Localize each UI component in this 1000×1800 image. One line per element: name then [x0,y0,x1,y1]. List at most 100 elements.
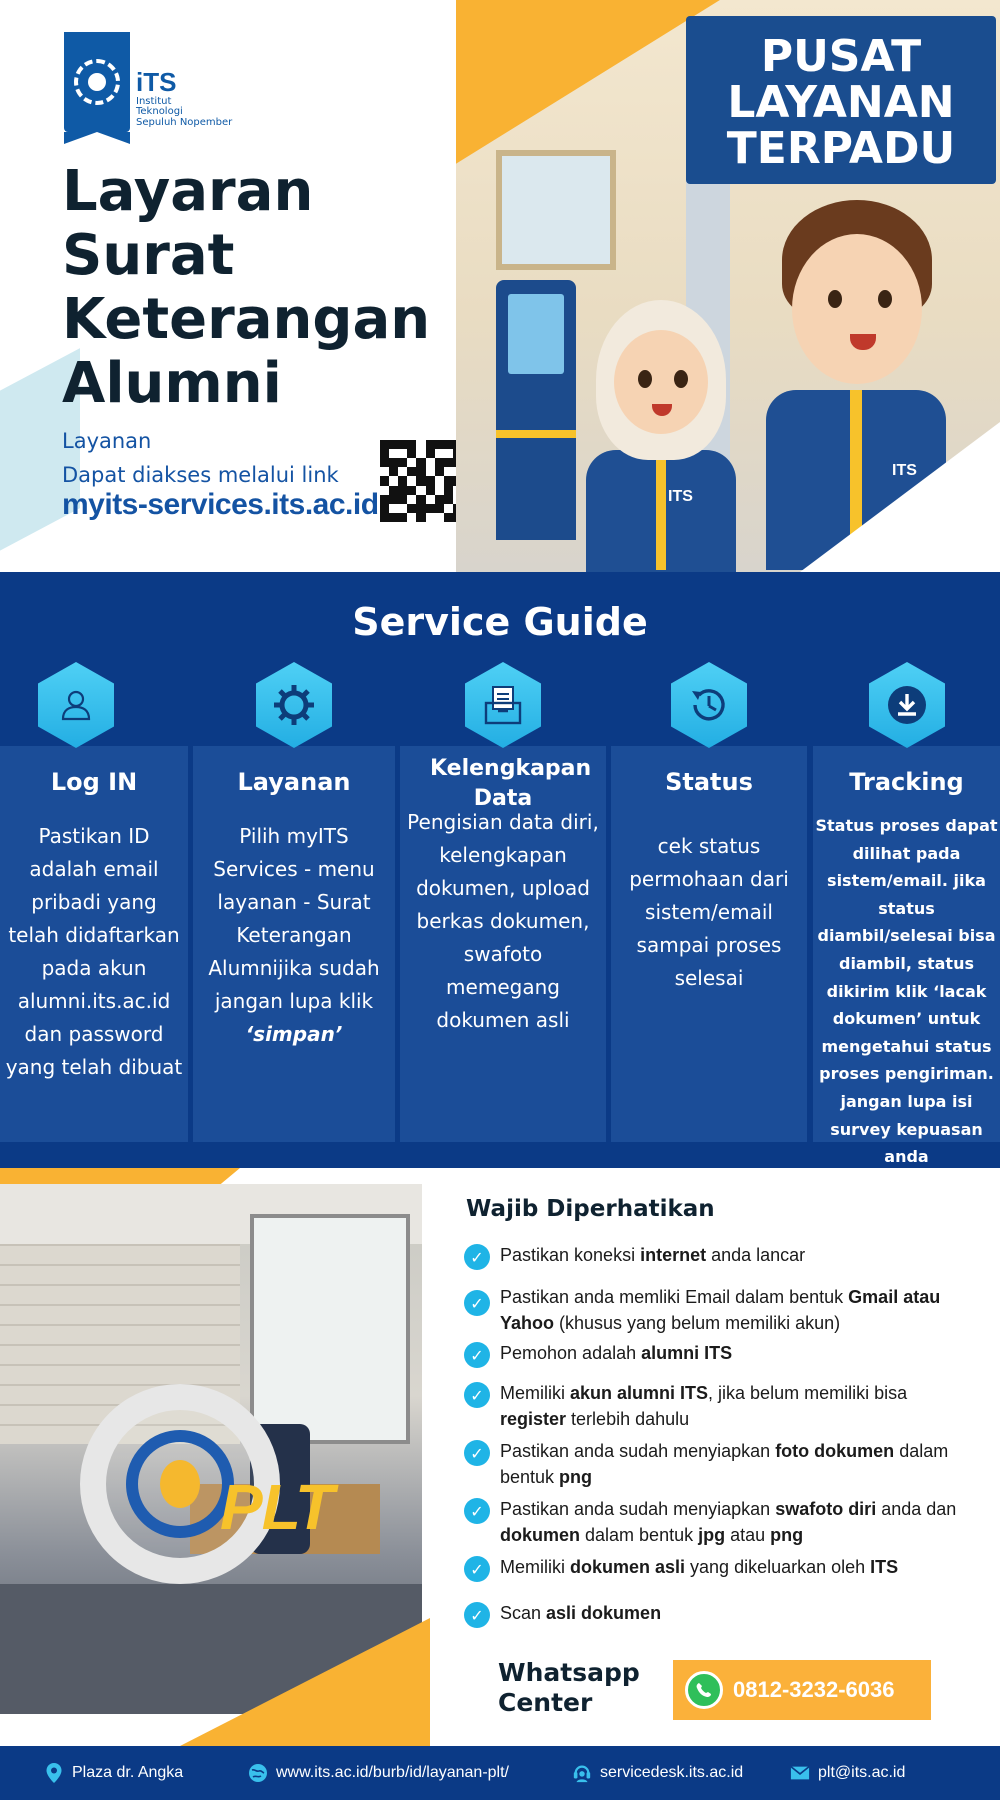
check-icon: ✓ [464,1556,490,1582]
kiosk-illustration [496,280,576,540]
item-text: Pastikan anda sudah menyiapkan [500,1499,776,1519]
sign-line: LAYANAN [727,77,955,128]
user-icon [38,662,114,748]
check-icon: ✓ [464,1290,490,1316]
list-item: ✓ Memiliki akun alumni ITS, jika belum m… [464,1380,970,1432]
step-kelengkapan-data: Kelengkapan Data Pengisian data diri, ke… [400,662,606,1142]
hero-illustration: PUSAT LAYANAN TERPADU ITS ITS [456,0,1000,572]
headset-icon [572,1763,592,1783]
check-icon: ✓ [464,1498,490,1524]
item-text: Pemohon adalah [500,1343,642,1363]
its-shield-icon [64,32,130,144]
item-bold: Gmail atau Yahoo [500,1287,941,1333]
wa-label-line: Whatsapp [498,1658,640,1687]
logo-line: Institut [136,95,172,107]
whatsapp-number: 0812-3232-6036 [733,1677,895,1702]
step-layanan: Layanan Pilih myITS Services - menu laya… [193,662,395,1142]
gear-icon [256,662,332,748]
folder-documents-icon [465,662,541,748]
desc-line: Dapat diakses melalui link [62,463,339,487]
list-item: ✓ Pastikan anda sudah menyiapkan foto do… [464,1438,960,1490]
qr-code-icon[interactable] [380,440,462,522]
item-text: dalam bentuk [580,1525,699,1545]
hero-section: iTS Institut Teknologi Sepuluh Nopember … [0,0,1000,572]
step-login: Log IN Pastikan ID adalah email pribadi … [0,662,188,1142]
item-bold: swafoto diri [775,1499,877,1519]
item-text: Scan [500,1603,547,1623]
footer-email-text: plt@its.ac.id [818,1764,906,1781]
item-text: terlebih dahulu [566,1409,690,1429]
shirt-badge: ITS [892,462,917,479]
section-title: Service Guide [352,600,648,644]
item-bold: jpg [698,1525,726,1545]
footer-website-link[interactable]: www.its.ac.id/burb/id/layanan-plt/ [248,1746,509,1800]
wa-label-line: Center [498,1688,593,1717]
mail-icon [790,1763,810,1783]
item-text: Pastikan anda sudah menyiapkan [500,1441,776,1461]
sign-line: PUSAT [760,31,922,82]
service-guide-section: Service Guide Log IN Pastikan ID adalah … [0,572,1000,1168]
title-line: Alumni [62,351,282,416]
footer-location: Plaza dr. Angka [44,1746,183,1800]
map-pin-icon [44,1763,64,1783]
footer-website-text: www.its.ac.id/burb/id/layanan-plt/ [276,1764,509,1781]
list-item: ✓ Pastikan koneksi internet anda lancar [464,1242,1000,1270]
shirt-badge: ITS [668,488,693,505]
list-item: ✓ Pemohon adalah alumni ITS [464,1340,1000,1368]
item-text: (khusus yang belum memiliki akun) [554,1313,841,1333]
girl-character-illustration: ITS [576,300,746,572]
check-icon: ✓ [464,1382,490,1408]
item-text: atau [725,1525,771,1545]
globe-icon [248,1763,268,1783]
list-item: ✓ Pastikan anda sudah menyiapkan swafoto… [464,1496,980,1548]
step-body: Pastikan ID adalah email pribadi yang te… [5,824,183,1079]
footer-servicedesk-link[interactable]: servicedesk.its.ac.id [572,1746,743,1800]
item-bold: dokumen [500,1525,581,1545]
lightbulb-icon [160,1460,200,1508]
requirements-section: PLT Wajib Diperhatikan ✓ Pastikan koneks… [0,1168,1000,1746]
service-link[interactable]: myits-services.its.ac.id [62,488,379,521]
item-bold: ITS [870,1557,899,1577]
item-text: Pastikan koneksi [500,1245,641,1265]
hero-description: Layanan Dapat diakses melalui link [62,424,339,492]
logo-line: Teknologi [136,106,183,117]
plt-sign: PUSAT LAYANAN TERPADU [686,16,996,184]
item-bold: register [500,1409,567,1429]
whatsapp-button[interactable]: 0812-3232-6036 [673,1660,931,1720]
list-item: ✓ Memiliki dokumen asli yang dikeluarkan… [464,1554,1000,1582]
item-text: Memiliki [500,1557,570,1577]
requirements-title: Wajib Diperhatikan [466,1196,715,1222]
item-text: dalam bentuk [500,1441,949,1487]
item-text: anda dan [876,1499,957,1519]
item-text: , jika belum memiliki bisa [708,1383,908,1403]
item-bold: akun alumni ITS [570,1383,709,1403]
item-text: yang dikeluarkan oleh [685,1557,871,1577]
item-bold: png [770,1525,804,1545]
sign-line: TERPADU [726,123,956,174]
step-body-emphasis: ‘simpan’ [245,1022,343,1046]
item-text: Pastikan anda memliki Email dalam bentuk [500,1287,849,1307]
step-title: Tracking [849,768,964,796]
item-bold: asli dokumen [546,1603,662,1623]
footer-location-text: Plaza dr. Angka [72,1764,184,1781]
item-text: Memiliki [500,1383,570,1403]
download-icon [869,662,945,748]
step-body: Pengisian data diri, kelengkapan dokumen… [407,810,599,1032]
check-icon: ✓ [464,1602,490,1628]
step-title: Status [665,768,753,796]
window-illustration [496,150,616,270]
item-bold: internet [640,1245,707,1265]
its-logo: iTS Institut Teknologi Sepuluh Nopember [64,32,232,144]
step-title: Layanan [237,768,351,796]
item-bold: alumni ITS [641,1343,733,1363]
step-tracking: Tracking Status proses dapat dilihat pad… [813,662,1000,1166]
whatsapp-center-label: Whatsapp Center [498,1658,640,1718]
check-icon: ✓ [464,1440,490,1466]
title-line: Keterangan [62,287,431,352]
page-title: Layaran Surat Keterangan Alumni [62,160,442,416]
title-line: Layaran [62,159,314,224]
step-title: Kelengkapan Data [430,756,592,811]
list-item: ✓ Pastikan anda memliki Email dalam bent… [464,1284,990,1336]
title-line: Surat [62,223,235,288]
footer-email-link[interactable]: plt@its.ac.id [790,1746,905,1800]
